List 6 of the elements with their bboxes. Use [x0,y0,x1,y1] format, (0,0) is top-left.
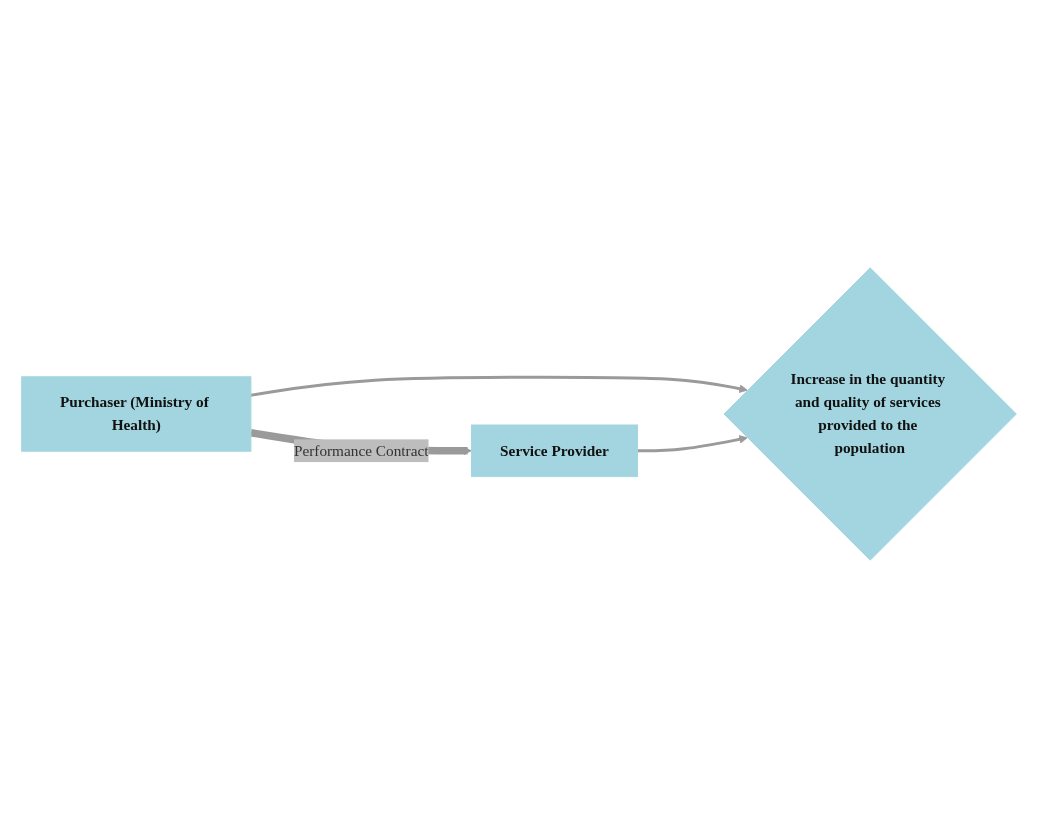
arrow [250,375,748,397]
node-diamond: Increase in the quantity and quality of services provided to the population [723,266,1017,561]
edge-label: Performance Contract [293,441,429,458]
node-box: Purchaser (Ministry of Health) [21,375,252,452]
node-box: Service Provider [470,424,639,477]
arrow [637,434,748,452]
